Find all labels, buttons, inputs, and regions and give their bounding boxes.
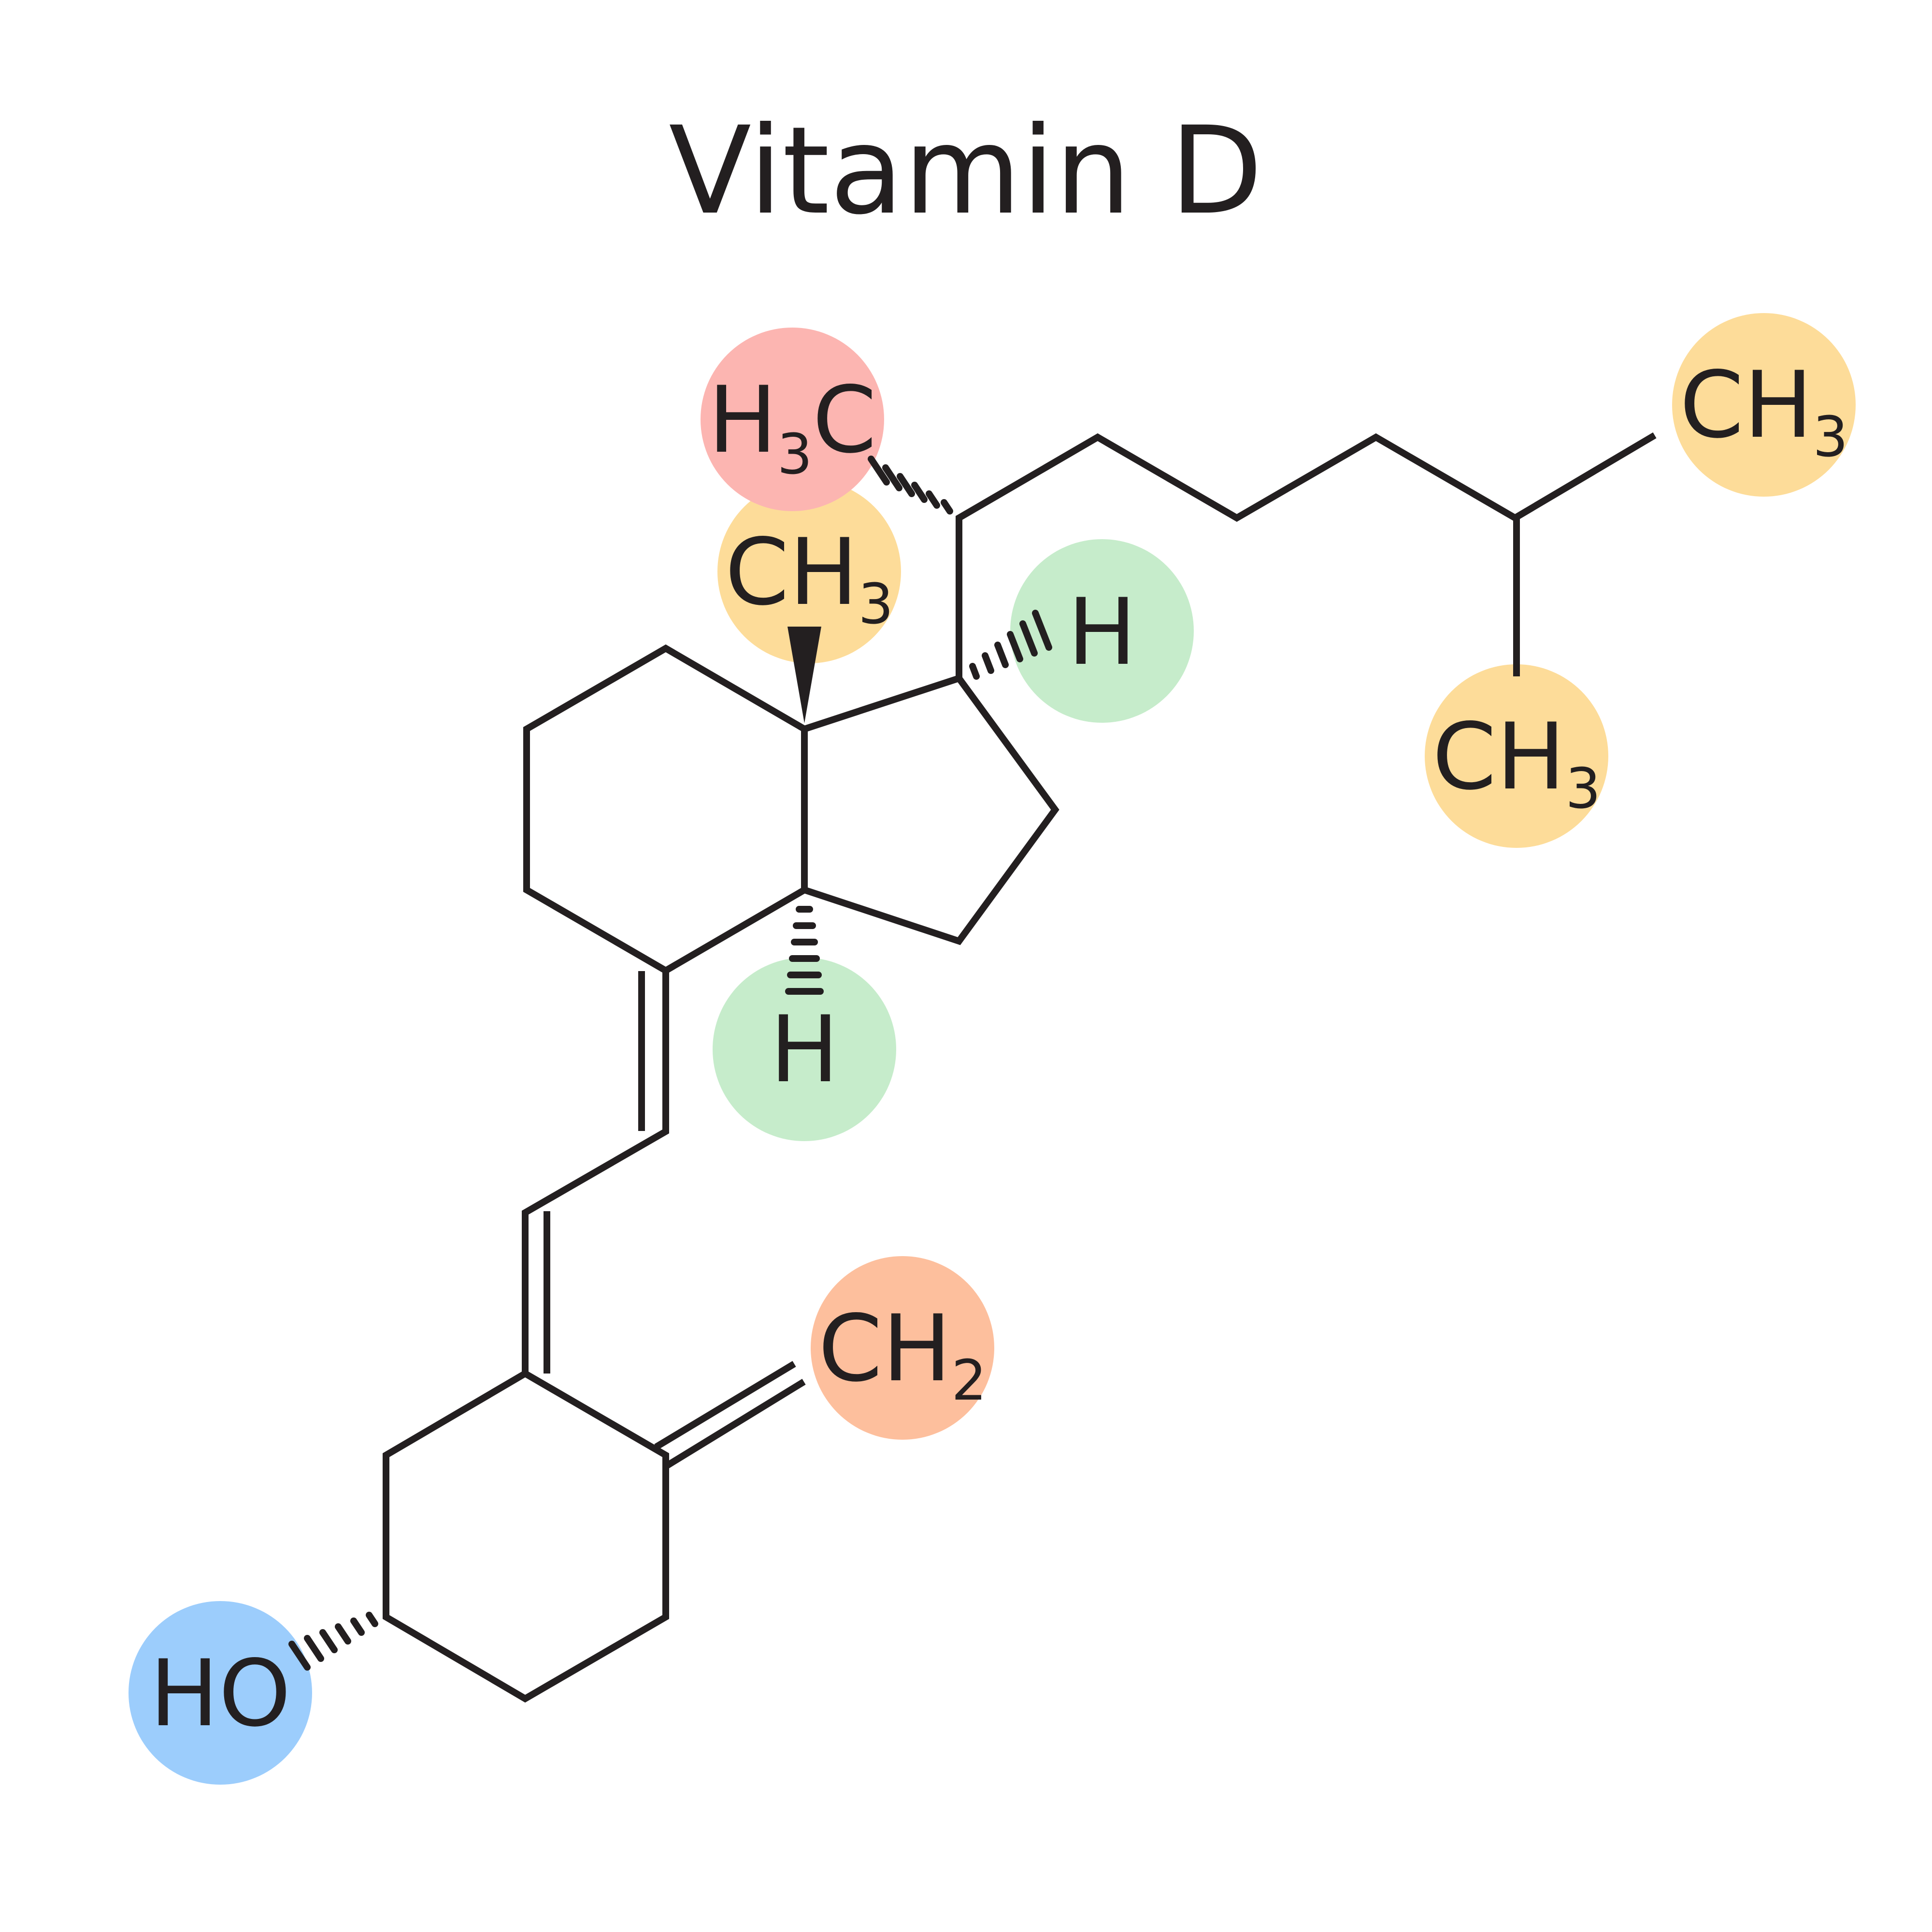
ch3-branch-label: CH3 bbox=[1432, 703, 1601, 821]
bond-skeleton bbox=[383, 432, 1657, 1703]
ch3-angular-highlight bbox=[717, 480, 901, 663]
ho-highlight bbox=[129, 1601, 312, 1785]
hashed-bond-ho bbox=[288, 1612, 378, 1671]
hashed-bond-h3c bbox=[868, 456, 953, 515]
ch3-branch-highlight bbox=[1425, 664, 1608, 848]
methylene-double-bond-inner bbox=[665, 1379, 806, 1469]
ho-label: HO bbox=[150, 1640, 291, 1747]
ch3-angular-label: CH3 bbox=[725, 519, 894, 637]
hashed-bond-h-c17 bbox=[969, 610, 1052, 680]
ring-c-bonds bbox=[523, 644, 808, 975]
ring-a-bonds bbox=[383, 1370, 669, 1703]
wedge-bond-angular-methyl bbox=[787, 627, 821, 723]
atom-highlights bbox=[129, 313, 1856, 1785]
triene-linker-bonds bbox=[522, 971, 669, 1374]
ch3-terminal-label: CH3 bbox=[1680, 352, 1848, 470]
hashed-bond-h-c14 bbox=[785, 906, 824, 995]
h-c17-label: H bbox=[1068, 579, 1137, 686]
ch3-terminal-highlight bbox=[1672, 313, 1856, 497]
h3c-highlight bbox=[701, 328, 884, 511]
h3c-label: H3C bbox=[708, 367, 877, 487]
methylene-double-bond-outer bbox=[654, 1361, 796, 1450]
ch2-highlight bbox=[811, 1256, 994, 1440]
ch2-label: CH2 bbox=[818, 1295, 987, 1413]
h-c14-label: H bbox=[770, 996, 839, 1103]
diagram-title: Vitamin D bbox=[669, 100, 1263, 241]
ring-d-bonds bbox=[803, 674, 1059, 945]
h-c17-highlight bbox=[1010, 539, 1194, 723]
h-c14-highlight bbox=[713, 958, 896, 1141]
